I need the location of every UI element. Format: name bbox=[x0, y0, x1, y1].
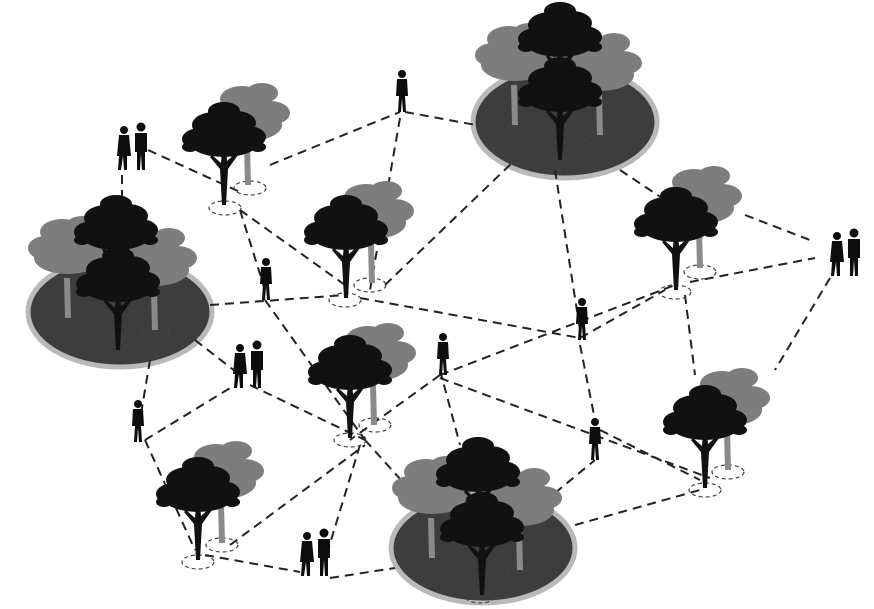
path-segment bbox=[684, 294, 696, 376]
tree-silhouette-icon bbox=[634, 187, 718, 290]
path-segment bbox=[229, 444, 366, 546]
tree-ring bbox=[505, 123, 535, 137]
tree-ring bbox=[233, 180, 267, 196]
path-segment bbox=[439, 284, 676, 376]
path-segment bbox=[384, 159, 516, 286]
path-segment bbox=[404, 111, 477, 126]
tree-ring bbox=[658, 284, 692, 300]
couple-silhouette-icon bbox=[233, 340, 263, 388]
tree-ring bbox=[102, 345, 132, 359]
person-silhouette-icon bbox=[396, 70, 408, 112]
path-segment bbox=[349, 374, 441, 441]
path-segment bbox=[359, 297, 581, 339]
tree-ring bbox=[328, 292, 362, 308]
couple-silhouette-icon bbox=[117, 122, 147, 170]
path-segment bbox=[554, 169, 581, 331]
person-silhouette-icon bbox=[260, 258, 272, 300]
path-segment bbox=[689, 257, 816, 283]
tree-silhouette-icon bbox=[156, 457, 240, 560]
tree-ring bbox=[205, 537, 239, 553]
path-segment bbox=[269, 111, 401, 166]
path-network bbox=[121, 111, 831, 579]
path-segment bbox=[144, 384, 236, 441]
path-segment bbox=[324, 444, 361, 561]
tree-cluster-bottomright bbox=[663, 368, 770, 488]
path-segment bbox=[147, 149, 241, 193]
path-segment bbox=[579, 344, 596, 421]
tree-silhouette-icon bbox=[663, 385, 747, 488]
tree-silhouette-icon bbox=[182, 102, 266, 205]
path-segment bbox=[239, 209, 346, 286]
path-segment bbox=[554, 459, 596, 494]
couple-silhouette-icon bbox=[830, 228, 860, 276]
tree-ring bbox=[683, 264, 717, 280]
tree-ring bbox=[208, 200, 242, 216]
tree-ring bbox=[711, 464, 745, 480]
tree-silhouette-icon bbox=[308, 335, 392, 438]
path-segment bbox=[204, 554, 301, 573]
path-segment bbox=[619, 169, 666, 201]
tree-ring bbox=[333, 432, 367, 448]
tree-ring bbox=[140, 325, 170, 339]
path-segment bbox=[439, 369, 461, 446]
person-silhouette-icon bbox=[589, 418, 601, 460]
path-segment bbox=[599, 429, 701, 481]
path-segment bbox=[329, 567, 396, 579]
path-segment bbox=[574, 489, 701, 526]
tree-ring bbox=[505, 565, 535, 579]
couple-silhouette-icon bbox=[300, 528, 330, 576]
path-segment bbox=[439, 377, 711, 479]
tree-ring bbox=[545, 155, 575, 169]
tree-ring bbox=[358, 417, 392, 433]
path-segment bbox=[579, 289, 666, 339]
tree-ring bbox=[181, 554, 215, 570]
tree-ring bbox=[465, 590, 495, 604]
path-segment bbox=[209, 294, 346, 306]
tree-ring bbox=[688, 482, 722, 498]
path-segment bbox=[744, 214, 816, 243]
path-segment bbox=[249, 384, 366, 441]
tree-ring bbox=[420, 553, 450, 567]
tree-cluster-topleft bbox=[182, 83, 290, 205]
path-segment bbox=[364, 439, 411, 491]
path-segment bbox=[194, 339, 241, 376]
tree-ring bbox=[353, 277, 387, 293]
tree-ring bbox=[55, 313, 85, 327]
tree-ring bbox=[582, 131, 612, 145]
tree-cluster-right bbox=[634, 166, 742, 290]
person-silhouette-icon bbox=[437, 333, 449, 375]
path-segment bbox=[774, 277, 831, 371]
tree-cluster-bottomleft bbox=[156, 441, 264, 560]
tree-silhouette-icon bbox=[304, 195, 388, 298]
tree-base-rings bbox=[55, 123, 745, 604]
